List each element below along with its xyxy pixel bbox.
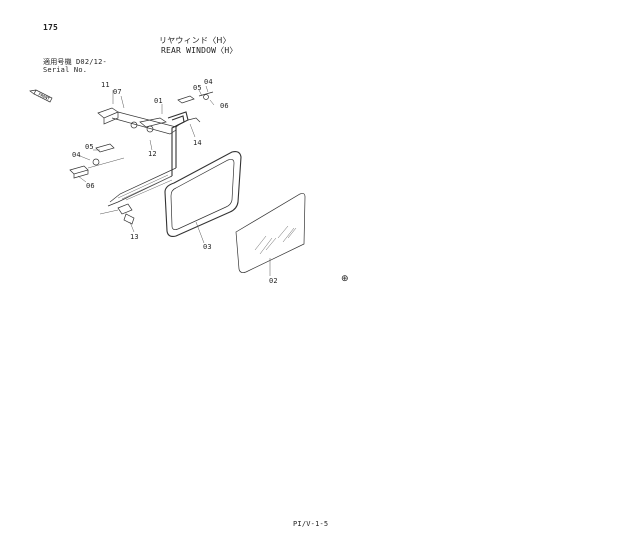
callout-02: 02 (269, 277, 278, 285)
callout-07: 07 (113, 88, 122, 96)
serial-label-japanese: 適用号機 (43, 58, 72, 66)
callout-03: 03 (203, 243, 212, 251)
title-english: REAR WINDOW〈H〉 (161, 46, 238, 55)
lower-latch (99, 203, 135, 225)
callout-05-upper: 05 (193, 84, 202, 92)
front-direction-arrow: FRONT (29, 89, 53, 103)
callout-06-upper: 06 (220, 102, 229, 110)
footer-page-code: PI/V-1-5 (293, 520, 329, 528)
door-frame-post (107, 111, 201, 207)
page-number: 175 (43, 23, 59, 32)
callout-14: 14 (193, 139, 202, 147)
callout-06-lower: 06 (86, 182, 95, 190)
callout-05-lower: 05 (85, 143, 94, 151)
callout-01: 01 (154, 97, 163, 105)
callout-13: 13 (130, 233, 139, 241)
front-symbol: ⊕ (341, 274, 349, 284)
window-seal-frame (164, 151, 242, 237)
callout-11: 11 (101, 81, 110, 89)
glass-pane (235, 193, 306, 273)
front-arrow-label: FRONT (38, 92, 52, 102)
title-japanese: リヤウィンド〈H〉 (159, 36, 231, 45)
left-fittings (69, 143, 125, 179)
serial-value: D02/12- (76, 58, 107, 66)
callout-12: 12 (148, 150, 157, 158)
callout-04-lower: 04 (72, 151, 81, 159)
callout-04-upper: 04 (204, 78, 213, 86)
serial-label-english: Serial No. (43, 66, 88, 74)
leader-lines (77, 85, 271, 276)
